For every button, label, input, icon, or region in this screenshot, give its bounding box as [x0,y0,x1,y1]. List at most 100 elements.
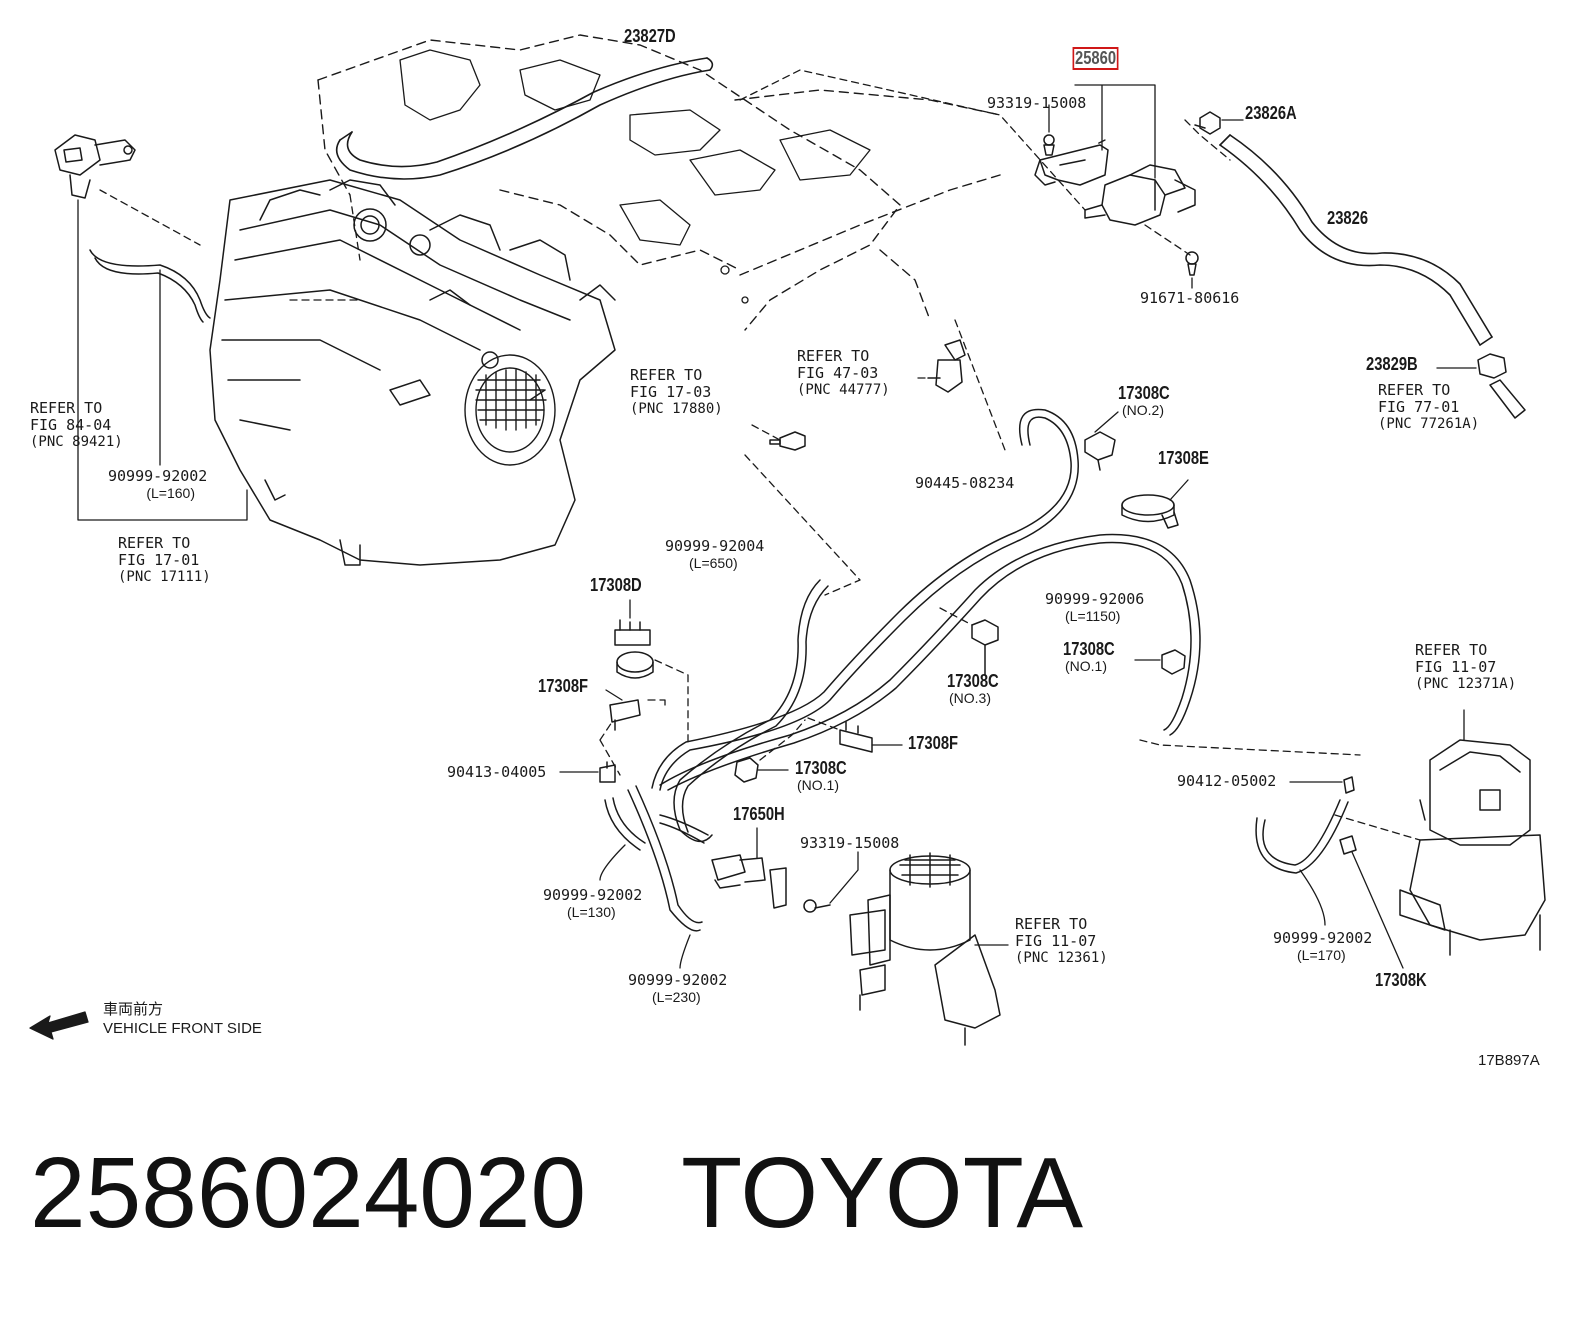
throttle-body [464,354,556,466]
length: (L=1150) [1065,608,1121,624]
part-number: 90999-92004 [665,537,765,555]
bracket-lines-left [77,199,248,521]
part-number: 90999-92002 [628,971,728,989]
clip-17308F-left [609,699,641,731]
dashes-17-03 [744,424,861,596]
dashes-17308F-mid [807,717,841,731]
refer-line-3: (PNC 77261A) [1378,416,1480,432]
front-arrow-icon [29,1011,89,1040]
clip-17308C-no1-right [1161,649,1186,675]
hose-170 [1255,799,1349,874]
part-number: 90999-92006 [1045,590,1145,608]
dashes-vsv [739,69,1191,256]
sensor-17650H [711,854,787,909]
label-90413-04005: 90413-04005 [447,763,547,781]
label-17650H: 17650H [733,804,785,824]
clip-17308F-mid [839,721,873,753]
length: (L=230) [652,989,701,1005]
refer-line-2: FIG 11-07 [1415,658,1497,676]
dashes-no3 [939,607,973,626]
air-cleaner-12371A [1399,739,1546,956]
label-23827D: 23827D [624,26,676,46]
hose-130 [604,797,646,851]
label-23826A: 23826A [1245,103,1297,123]
refer-line-3: (PNC 89421) [30,434,123,450]
diagram-code: 17B897A [1478,1052,1540,1069]
leaders-25860 [1048,84,1156,179]
part-number: 90999-92002 [108,467,208,485]
refer-line-2: FIG 84-04 [30,416,112,434]
hose-23827D [335,57,714,180]
length: (L=160) [146,485,195,501]
hose-23826 [1219,134,1493,346]
refer-line-1: REFER TO [797,347,870,365]
refer-77-01: REFER TO FIG 77-01 (PNC 77261A) [1378,382,1479,433]
label-17308C-no1-right: 17308C (NO.1) [1063,639,1126,675]
label-91671-80616: 91671-80616 [1140,289,1240,307]
dashes-engine-misc [289,194,361,301]
leader-84-04 [99,189,201,246]
vsv-25860 [1084,164,1196,226]
clamp-17308E [1121,494,1179,529]
refer-17-03: REFER TO FIG 17-03 (PNC 17880) [630,367,723,418]
length: (L=650) [689,555,738,571]
refer-47-03: REFER TO FIG 47-03 (PNC 44777) [797,348,890,399]
refer-line-1: REFER TO [630,366,703,384]
label-90999-92002-160: 90999-92002 (L=160) [108,468,207,502]
hose-90999-92004 [673,579,829,843]
vehicle-front-jp: 車両前方 [103,1001,164,1018]
label-90445-08234: 90445-08234 [915,474,1015,492]
refer-line-3: (PNC 12371A) [1415,676,1517,692]
part-number: 90999-92002 [543,886,643,904]
refer-line-3: (PNC 17111) [118,569,211,585]
label-23829B: 23829B [1366,354,1418,374]
dashes-no1-right [1139,739,1361,756]
refer-line-2: FIG 17-01 [118,551,200,569]
refer-11-07-a: REFER TO FIG 11-07 (PNC 12371A) [1415,642,1516,693]
label-17308F-mid: 17308F [908,733,959,753]
label-90412-05002: 90412-05002 [1177,772,1277,790]
canister-12361 [849,852,1001,1046]
hose-short [659,814,709,844]
label-17308D: 17308D [590,575,642,595]
leader-17308F-left [605,689,623,701]
refer-line-1: REFER TO [1378,381,1451,399]
refer-17-01: REFER TO FIG 17-01 (PNC 17111) [118,535,211,586]
hose-230 [627,785,703,932]
refer-line-2: FIG 47-03 [797,364,879,382]
vehicle-front-note: 車両前方 VEHICLE FRONT SIDE [103,1000,262,1038]
engine-details [399,49,871,304]
dashes-17308D [647,659,689,746]
part-number: 17308C [1063,639,1115,659]
part-variant: (NO.2) [1122,402,1164,418]
bolt-93319-bot [803,899,831,913]
label-93319-15008-bot: 93319-15008 [800,834,900,852]
footer-brand: TOYOTA [681,1137,1084,1249]
fitting-17-03 [769,431,806,451]
label-93319-15008-top: 93319-15008 [987,94,1087,112]
refer-line-1: REFER TO [1015,915,1088,933]
leader-93319-bot [829,851,859,904]
refer-line-1: REFER TO [30,399,103,417]
part-number: 17308C [1118,383,1170,403]
label-17308C-no2: 17308C (NO.2) [1118,383,1181,419]
label-90999-92002-130: 90999-92002 (L=130) [543,887,642,921]
refer-line-3: (PNC 44777) [797,382,890,398]
sensor-47-03 [927,339,966,393]
leader-17308K [1351,851,1404,969]
label-90999-92002-230: 90999-92002 (L=230) [628,972,727,1006]
label-25860: 25860 [1072,47,1119,70]
part-number: 17308C [795,758,847,778]
length: (L=170) [1297,947,1346,963]
length: (L=130) [567,904,616,920]
label-17308F-left: 17308F [538,676,589,696]
refer-84-04: REFER TO FIG 84-04 (PNC 89421) [30,400,123,451]
dashes-47-03 [917,319,1006,451]
refer-line-2: FIG 11-07 [1015,932,1097,950]
label-17308E: 17308E [1158,448,1209,468]
hose-160 [89,249,211,319]
label-17308K: 17308K [1375,970,1427,990]
